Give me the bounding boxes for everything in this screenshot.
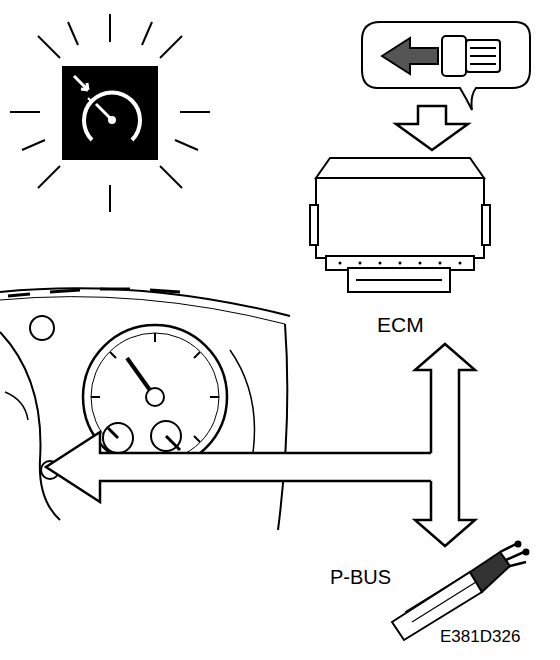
warning-lamp: [62, 66, 158, 160]
ecm-unit: [310, 158, 490, 292]
switch-callout: [362, 22, 530, 110]
input-arrow: [396, 106, 468, 150]
instrument-cluster: [0, 288, 290, 530]
control-module: ECM: [306, 150, 494, 340]
data-flow-arrow: [415, 344, 475, 546]
cable-harness: [392, 542, 529, 641]
cruise-symbol: [84, 92, 140, 140]
figure-code: E381D326: [440, 628, 520, 647]
bus-cable: P-BUS: [326, 548, 522, 634]
light-rays: [10, 14, 210, 212]
bus-label: P-BUS: [330, 566, 391, 588]
module-label: ECM: [377, 313, 424, 336]
